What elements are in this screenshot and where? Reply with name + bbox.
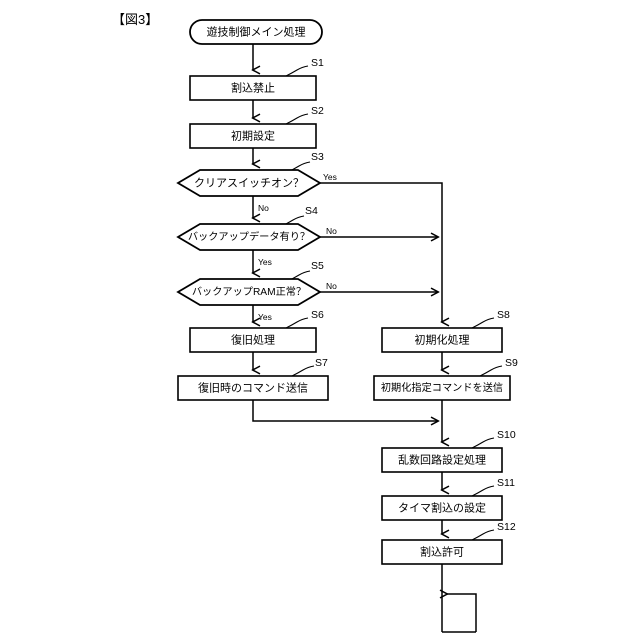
leader-s2 [285,113,309,125]
node-label-s3: クリアスイッチオン？ [194,176,304,189]
step-label-s2: S2 [311,105,324,117]
node-label-s6: 復旧処理 [231,333,275,346]
node-label-start: 遊技制御メイン処理 [207,24,306,38]
node-s9: 初期化指定コマンドを送信 [373,375,511,401]
node-s5: バックアップRAM正常？ [176,278,322,306]
node-s6: 復旧処理 [189,327,317,353]
leader-s8 [471,317,495,329]
branch-label-s5-no: No [326,281,337,291]
step-label-s9: S9 [505,357,518,369]
node-label-s4: バックアップデータ有り？ [188,230,310,243]
node-label-s12: 割込許可 [420,544,464,558]
node-label-s5: バックアップRAM正常？ [192,285,306,298]
node-shape-process [381,495,503,521]
node-s8: 初期化処理 [381,327,503,353]
leader-s1 [285,65,309,77]
step-label-s8: S8 [497,309,510,321]
node-shape-process [189,123,317,149]
node-s3: クリアスイッチオン？ [176,169,322,197]
node-shape-process [189,327,317,353]
connector-s3-yes-to-right [320,182,442,322]
leader-s12 [471,529,495,541]
node-shape-process [381,327,503,353]
node-label-s9: 初期化指定コマンドを送信 [381,381,503,394]
node-label-s7: 復旧時のコマンド送信 [198,380,308,394]
leader-s11 [471,485,495,497]
step-label-s11: S11 [497,477,515,489]
node-s4: バックアップデータ有り？ [176,223,322,251]
node-shape-terminator [189,19,323,45]
node-label-s1: 割込禁止 [231,80,275,94]
node-shape-process [381,539,503,565]
figure-title: 【図3】 [112,12,158,27]
node-shape-process [373,375,511,401]
branch-label-s3-no: No [258,203,269,213]
node-s1: 割込禁止 [189,75,317,101]
step-label-s1: S1 [311,57,324,69]
branch-label-s4-no: No [326,226,337,236]
node-label-s11: タイマ割込の設定 [398,500,486,514]
connector-group [252,44,477,633]
step-label-s10: S10 [497,429,516,441]
connector-s7-merge [252,400,438,421]
node-s7: 復旧時のコマンド送信 [177,375,329,401]
node-shape-decision [176,223,322,251]
step-label-s12: S12 [497,521,516,533]
node-s10: 乱数回路設定処理 [381,447,503,473]
node-s11: タイマ割込の設定 [381,495,503,521]
node-shape-process [177,375,329,401]
leader-s7 [291,365,315,377]
leader-s10 [471,437,495,449]
node-shape-process [381,447,503,473]
node-label-s10: 乱数回路設定処理 [398,452,486,466]
node-s12: 割込許可 [381,539,503,565]
step-label-s6: S6 [311,309,324,321]
node-s2: 初期設定 [189,123,317,149]
branch-label-s4-yes: Yes [258,257,272,267]
step-label-s5: S5 [311,260,324,272]
connector-loop-return [447,594,477,632]
branch-label-s5-yes: Yes [258,312,272,322]
step-label-s4: S4 [305,205,318,217]
leader-s9 [479,365,503,377]
node-start: 遊技制御メイン処理 [189,19,323,45]
node-shape-decision [176,169,322,197]
branch-label-s3-yes: Yes [323,172,337,182]
node-shape-decision [176,278,322,306]
step-label-s7: S7 [315,357,328,369]
step-label-s3: S3 [311,151,324,163]
node-label-s2: 初期設定 [231,128,275,142]
leader-s6 [285,317,309,329]
node-label-s8: 初期化処理 [415,332,470,346]
node-shape-process [189,75,317,101]
